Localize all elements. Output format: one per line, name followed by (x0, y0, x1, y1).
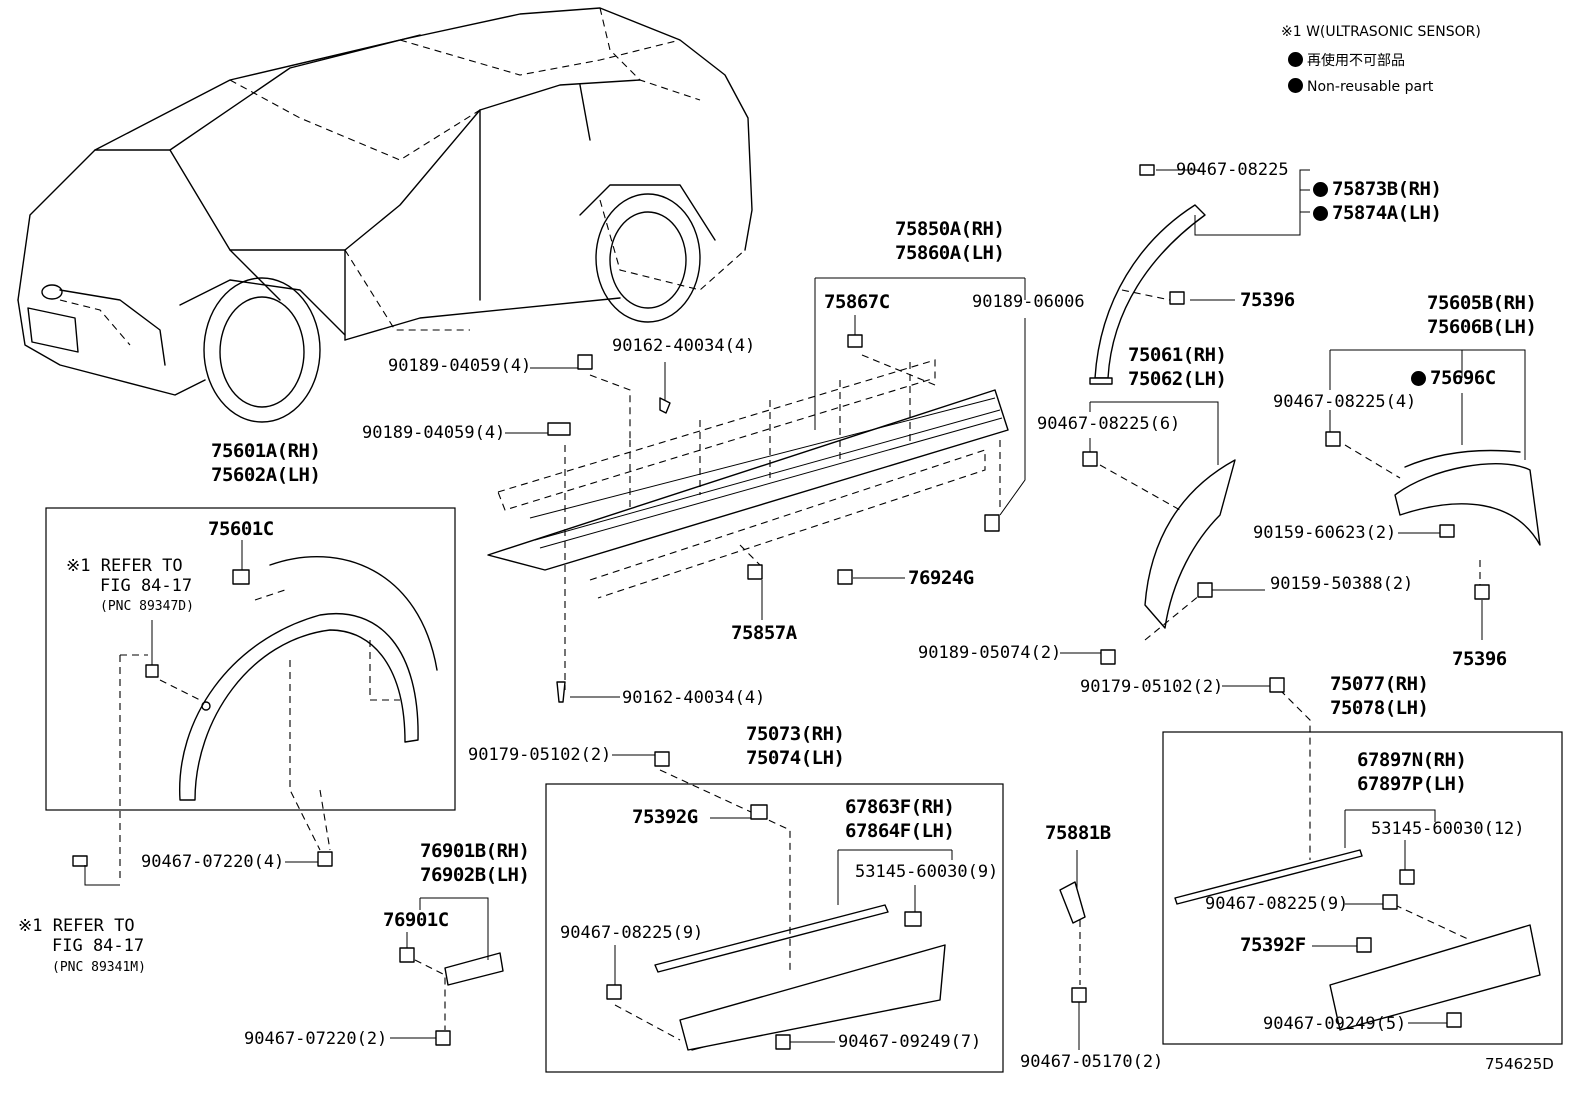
refer-note-1-line1: ※1 REFER TO (66, 556, 183, 576)
label-90467-05170: 90467-05170(2) (1020, 1052, 1164, 1072)
fastener-icons (72, 164, 1490, 1050)
refer-note-2-line3: (PNC 89341M) (52, 960, 146, 975)
label-90467-07220-2: 90467-07220(2) (244, 1029, 388, 1049)
label-75392F: 75392F (1240, 934, 1306, 956)
label-75062: 75062(LH) (1128, 368, 1227, 390)
leader-dash (319, 789, 331, 851)
label-67863F: 67863F(RH) (845, 796, 955, 818)
label-90189-04059-a: 90189-04059(4) (388, 356, 532, 376)
label-90467-08225-4: 90467-08225(4) (1273, 392, 1417, 412)
label-76901B: 76901B(RH) (420, 840, 530, 862)
label-90467-08225-top: 90467-08225 (1176, 160, 1289, 180)
label-90467-08225-9a: 90467-08225(9) (1205, 894, 1349, 914)
label-75605B: 75605B(RH) (1427, 292, 1537, 314)
label-75074: 75074(LH) (746, 747, 845, 769)
label-75850A: 75850A(RH) (895, 218, 1005, 240)
label-76902B: 76902B(LH) (420, 864, 530, 886)
rear-liner-graphic (1099, 459, 1236, 641)
label-75867C: 75867C (824, 291, 890, 313)
label-75874A: 75874A(LH) (1313, 202, 1442, 225)
refer-note-1-line2: FIG 84-17 (100, 576, 193, 596)
diagram-id: 754625D (1485, 1055, 1554, 1073)
label-90162-40034-b: 90162-40034(4) (622, 688, 766, 708)
label-90467-09249-7: 90467-09249(7) (838, 1032, 982, 1052)
label-90467-08225-9b: 90467-08225(9) (560, 923, 704, 943)
non-reusable-dot-icon (1313, 182, 1328, 197)
label-75881B: 75881B (1045, 822, 1111, 844)
leader-dash (589, 374, 631, 445)
label-90179-05102-b: 90179-05102(2) (468, 745, 612, 765)
label-75873B: 75873B(RH) (1313, 178, 1442, 201)
leader-lines (84, 169, 1526, 1050)
label-90467-09249-5: 90467-09249(5) (1263, 1014, 1407, 1034)
note-ultrasonic-sensor: ※1 W(ULTRASONIC SENSOR) (1281, 24, 1481, 40)
label-75061: 75061(RH) (1128, 344, 1227, 366)
label-67864F: 67864F(LH) (845, 820, 955, 842)
label-76901C: 76901C (383, 909, 449, 931)
leader-dash (861, 354, 936, 386)
label-90467-07220-4: 90467-07220(4) (141, 852, 285, 872)
rocker-panel-graphic (487, 359, 1009, 599)
vehicle-outline (17, 7, 753, 423)
label-75860A: 75860A(LH) (895, 242, 1005, 264)
label-53145-60030-12: 53145-60030(12) (1371, 819, 1525, 839)
note-non-reusable-jp: 再使用不可部品 (1288, 52, 1405, 70)
label-90159-60623: 90159-60623(2) (1253, 523, 1397, 543)
refer-note-2-line2: FIG 84-17 (52, 936, 145, 956)
label-75078: 75078(LH) (1330, 697, 1429, 719)
label-67897N: 67897N(RH) (1357, 749, 1467, 771)
rear-door-molding-graphic (1174, 689, 1541, 1031)
label-67897P: 67897P(LH) (1357, 773, 1467, 795)
label-75602A: 75602A(LH) (211, 464, 321, 486)
leader-dash (414, 959, 446, 1030)
leader-dash (739, 544, 761, 566)
label-90179-05102-a: 90179-05102(2) (1080, 677, 1224, 697)
label-75696C: 75696C (1411, 367, 1496, 390)
label-90189-05074: 90189-05074(2) (918, 643, 1062, 663)
label-75073: 75073(RH) (746, 723, 845, 745)
group-box-75077 (1162, 731, 1563, 1045)
label-75601C: 75601C (208, 518, 274, 540)
label-75392G: 75392G (632, 806, 698, 828)
label-75396-b: 75396 (1452, 648, 1507, 670)
label-53145-60030-9: 53145-60030(9) (855, 862, 999, 882)
label-90189-06006: 90189-06006 (972, 292, 1085, 312)
non-reusable-dot-icon (1288, 78, 1303, 93)
label-90159-50388: 90159-50388(2) (1270, 574, 1414, 594)
label-90467-08225-6: 90467-08225(6) (1037, 414, 1181, 434)
group-box-75073 (545, 783, 1004, 1073)
front-fender-flare-graphic (119, 555, 438, 880)
label-76924G: 76924G (908, 567, 974, 589)
label-90189-04059-b: 90189-04059(4) (362, 423, 506, 443)
non-reusable-dot-icon (1313, 206, 1328, 221)
note-non-reusable-en: Non-reusable part (1288, 78, 1433, 96)
label-75077: 75077(RH) (1330, 673, 1429, 695)
non-reusable-dot-icon (1288, 52, 1303, 67)
label-75857A: 75857A (731, 622, 797, 644)
non-reusable-dot-icon (1411, 371, 1426, 386)
label-75601A: 75601A(RH) (211, 440, 321, 462)
group-box-75601A (45, 507, 456, 811)
refer-note-1-line3: (PNC 89347D) (100, 599, 194, 614)
rear-fender-flare-graphic (1344, 444, 1541, 546)
label-90162-40034-a: 90162-40034(4) (612, 336, 756, 356)
label-75396-a: 75396 (1240, 289, 1295, 311)
refer-note-2-line1: ※1 REFER TO (18, 916, 135, 936)
upper-arch-molding-graphic (1089, 204, 1206, 385)
door-molding-graphic (614, 769, 946, 1051)
label-75606B: 75606B(LH) (1427, 316, 1537, 338)
